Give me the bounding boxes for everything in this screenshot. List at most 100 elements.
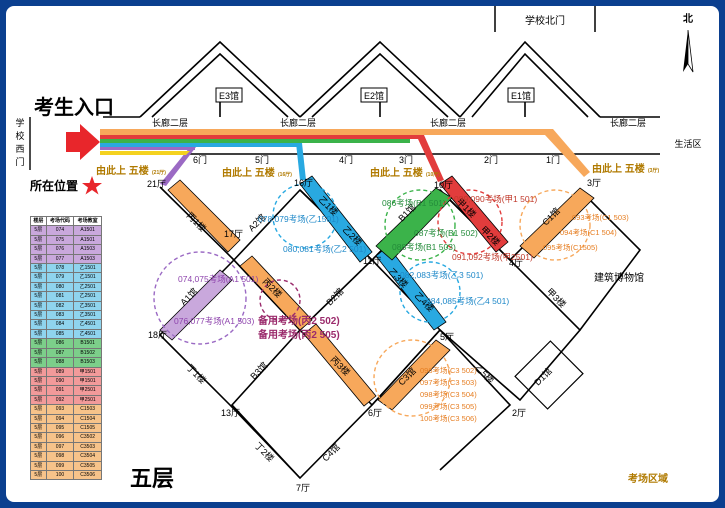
e2-hall[interactable] [360, 87, 388, 103]
hall-21[interactable]: 21厅 [147, 179, 166, 189]
north-arrow-half-icon [687, 29, 694, 73]
backup-circle [259, 279, 301, 321]
door-3[interactable]: 3门 [399, 154, 413, 165]
legend-cell-room: 乙3501 [73, 300, 102, 312]
legend-cell-floor: 5层 [30, 328, 47, 340]
legend-cell-room: C3503 [73, 441, 102, 453]
legend-cell-code: 095 [45, 422, 75, 434]
hall-11[interactable]: 11厅 [363, 256, 381, 266]
hall-13[interactable]: 13厅 [221, 408, 240, 418]
exam-c1-a[interactable]: 093考场(C1 503) [572, 213, 629, 222]
door-5[interactable]: 5门 [255, 154, 269, 165]
legend-cell-code: 076 [45, 244, 75, 255]
hall-4[interactable]: 4厅 [509, 258, 523, 268]
current-position-star-icon [82, 176, 102, 195]
legend-cell-room: C3506 [73, 469, 102, 481]
stairs-mid1[interactable]: 由此上 五楼 [222, 166, 275, 179]
legend-cell-floor: 5层 [30, 413, 47, 424]
exam-c3-b[interactable]: 097考场(C3 503) [420, 378, 477, 387]
hall-2[interactable]: 2厅 [512, 408, 526, 418]
exam-a1-a[interactable]: 074,075考场(A1 501) [178, 274, 258, 284]
exam-c1-b[interactable]: 094考场(C1 504) [560, 228, 617, 237]
north-gate[interactable]: 学校北门 [494, 6, 596, 32]
legend-cell-room: A1503 [73, 253, 102, 265]
stairs-mid2[interactable]: 由此上 五楼 [370, 166, 423, 179]
hall-17[interactable]: 17厅 [224, 229, 243, 239]
bing2-block[interactable] [239, 255, 313, 331]
legend-cell-floor: 5层 [30, 357, 47, 368]
a1-block[interactable] [159, 269, 233, 341]
exam-yi1[interactable]: 078,079考场(乙1501) [258, 214, 339, 224]
exam-backup-a[interactable]: 备用考场(丙2 502) [257, 314, 340, 327]
exam-c3-c[interactable]: 098考场(C3 504) [420, 390, 477, 399]
hall-18[interactable]: 18厅 [148, 330, 167, 340]
yi-block[interactable] [299, 175, 373, 263]
exam-b1-a[interactable]: 086考场(B1 501) [382, 198, 446, 208]
exam-c3-d[interactable]: 099考场(C3 505) [420, 402, 477, 411]
legend-cell-floor: 5层 [30, 291, 47, 302]
legend-cell-floor: 5层 [30, 347, 47, 359]
e1-label: E1馆 [511, 90, 531, 101]
legend-cell-room: 乙2501 [73, 291, 102, 302]
door-6[interactable]: 6门 [193, 154, 207, 165]
exam-b1-c[interactable]: 088考场(B1 503) [392, 242, 456, 252]
e1-hall[interactable] [507, 87, 535, 103]
svg-text:(21厅): (21厅) [152, 169, 166, 176]
route-green [100, 139, 410, 143]
e3-hall[interactable] [215, 87, 243, 103]
exam-yi3[interactable]: 082,083考场(乙3 501) [400, 270, 483, 280]
exam-c1-c[interactable]: 095考场(C1505) [543, 243, 598, 252]
exam-jia2[interactable]: 091,092考场(甲2501) [452, 252, 533, 262]
hall-10[interactable]: 10厅 [434, 180, 453, 190]
legend-cell-room: 乙4501 [73, 328, 102, 340]
legend-cell-code: 081 [45, 291, 75, 302]
exam-c3-a[interactable]: 096考场(C3 502) [420, 366, 477, 375]
legend-cell-room: A1501 [73, 234, 102, 246]
jzbwg-label[interactable]: 建筑博物馆 [594, 271, 644, 284]
door-2[interactable]: 2门 [484, 154, 498, 165]
legend-cell-code: 085 [45, 328, 75, 340]
c1-block[interactable] [519, 187, 595, 259]
living-area-label: 生活区 [674, 138, 701, 149]
legend-cell-room: C3504 [73, 451, 102, 462]
legend-cell-code: 087 [45, 347, 75, 359]
e-hall-structure [139, 40, 601, 118]
hall-7[interactable]: 7厅 [296, 483, 310, 493]
legend-cell-room: B1501 [73, 338, 102, 349]
exam-a1-b[interactable]: 076,077考场(A1 503) [174, 316, 254, 326]
exam-yi4[interactable]: 084,085考场(乙4 501) [426, 296, 509, 306]
door-4[interactable]: 4门 [339, 154, 353, 165]
stairs-left[interactable]: 由此上 五楼 [96, 164, 149, 177]
legend-cell-floor: 5层 [30, 366, 47, 377]
legend-cell-code: 094 [45, 413, 75, 424]
exam-b1-b[interactable]: 087考场(B1 502) [414, 228, 478, 238]
legend-cell-code: 082 [45, 300, 75, 312]
legend-cell-room: 乙3501 [73, 310, 102, 321]
legend-cell-room: A1501 [73, 225, 102, 236]
jia-block[interactable] [439, 175, 509, 253]
legend-cell-room: C3502 [73, 432, 102, 443]
hall-16[interactable]: 16厅 [294, 178, 313, 188]
entrance[interactable]: 考生入口 学 校 西 门 所在位置 [15, 95, 114, 195]
hall-6[interactable]: 6厅 [368, 408, 382, 418]
door-1[interactable]: 1门 [546, 154, 560, 165]
bing3-block[interactable] [303, 323, 377, 407]
hall-5[interactable]: 5厅 [440, 332, 454, 342]
legend-cell-code: 092 [45, 394, 75, 406]
exam-yi2[interactable]: 080,081考场(乙2 501) [283, 244, 366, 254]
exam-c3-e[interactable]: 100考场(C3 506) [420, 414, 477, 423]
bing1-block[interactable] [167, 179, 241, 253]
exam-jia1[interactable]: 089,090考场(甲1 501) [454, 194, 537, 204]
hall-3[interactable]: 3厅 [587, 178, 601, 188]
legend-cell-room: C1503 [73, 404, 102, 415]
legend-cell-floor: 5层 [30, 422, 47, 434]
legend-cell-code: 099 [45, 460, 75, 471]
exam-backup-b[interactable]: 备用考场(丙2 505) [257, 328, 340, 341]
stairs-right[interactable]: 由此上 五楼 [592, 162, 645, 175]
legend-header-floor: 楼层 [30, 215, 47, 227]
